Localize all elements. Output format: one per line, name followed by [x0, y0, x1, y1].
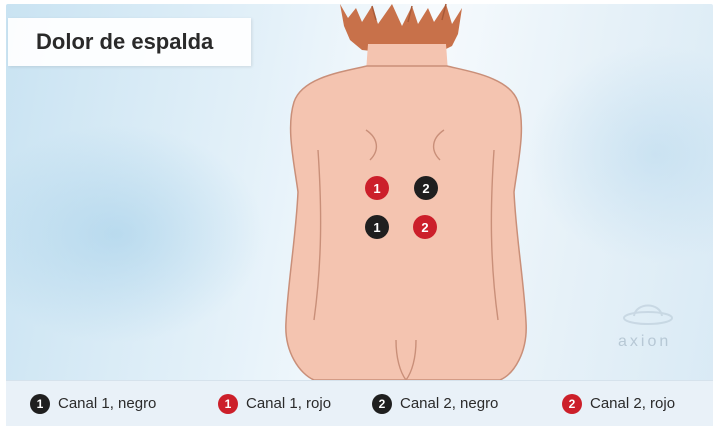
legend-label: Canal 1, negro: [58, 395, 157, 412]
legend-bar: 1 Canal 1, negro 1 Canal 1, rojo 2 Canal…: [6, 380, 713, 426]
svg-text:1: 1: [373, 181, 380, 196]
legend-item-channel1-red: 1 Canal 1, rojo: [218, 381, 331, 426]
axion-logo-icon: [623, 304, 673, 325]
torso: [285, 65, 527, 381]
background-shade: [6, 124, 266, 344]
legend-item-channel1-black: 1 Canal 1, negro: [30, 381, 156, 426]
electrode-marker-black-2: 2: [414, 176, 438, 200]
electrode-marker-red-1: 1: [365, 176, 389, 200]
svg-text:1: 1: [373, 220, 380, 235]
legend-item-channel2-black: 2 Canal 2, negro: [372, 381, 498, 426]
electrode-marker-red-2: 2: [413, 215, 437, 239]
neck: [366, 44, 448, 72]
legend-marker-red: 1: [218, 393, 238, 414]
electrode-marker-black-1: 1: [365, 215, 389, 239]
svg-text:2: 2: [422, 181, 429, 196]
legend-label: Canal 2, rojo: [590, 395, 676, 412]
background-shade: [526, 44, 713, 264]
watermark-logo-text: axion: [618, 333, 672, 350]
legend-marker-black: 2: [372, 393, 392, 414]
page-title: Dolor de espalda: [36, 29, 214, 54]
legend-label: Canal 2, negro: [400, 395, 499, 412]
svg-text:2: 2: [421, 220, 428, 235]
legend-label: Canal 1, rojo: [246, 395, 332, 412]
legend-item-channel2-red: 2 Canal 2, rojo: [562, 381, 675, 426]
legend-marker-red: 2: [562, 393, 582, 414]
legend-marker-black: 1: [30, 393, 50, 414]
title-banner: Dolor de espalda: [8, 18, 251, 66]
hair: [340, 4, 462, 54]
